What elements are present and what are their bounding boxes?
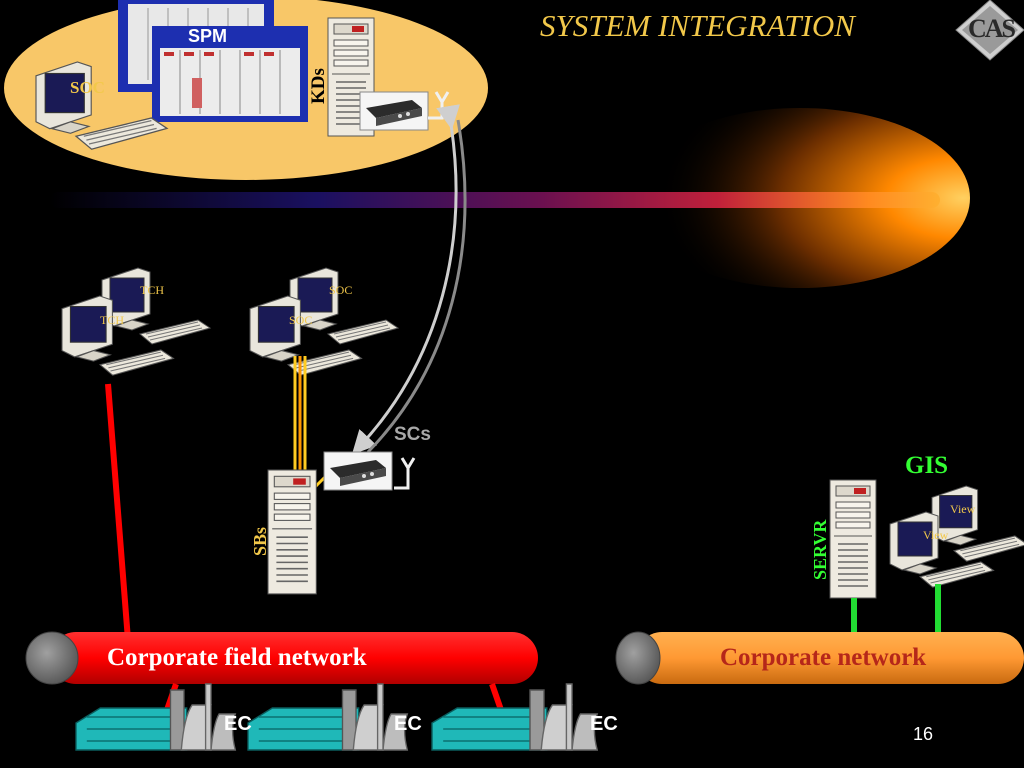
- plant-3: [431, 683, 598, 751]
- wireless-link: [351, 104, 467, 455]
- tch-workstations: [61, 267, 211, 376]
- tch-field-link: [105, 383, 131, 641]
- soc-front-label: SOC: [289, 313, 313, 327]
- sbs-label: SBs: [250, 526, 270, 556]
- spm-label: SPM: [188, 26, 228, 46]
- ec-label-2: EC: [394, 713, 422, 735]
- slide-title: SYSTEM INTEGRATION: [540, 8, 855, 43]
- gis-label: GIS: [905, 452, 949, 479]
- plant-1: [75, 683, 237, 751]
- ec-label-3: EC: [590, 713, 618, 735]
- spm-rack: [118, 0, 308, 122]
- servr-label: SERVR: [810, 519, 830, 580]
- view-front-label: View: [923, 528, 949, 542]
- soc-back-label: SOC: [329, 283, 353, 297]
- servr-tower: [829, 479, 877, 599]
- scs-modem: [323, 451, 416, 491]
- tch-back-label: TCH: [140, 283, 164, 297]
- corporate-field-network-pipe: [25, 631, 538, 685]
- corporate-network-label: Corporate network: [720, 644, 927, 671]
- cas-logo: [955, 0, 1024, 61]
- slide-number: 16: [913, 724, 934, 744]
- comet-beam-decoration: [50, 108, 970, 288]
- ec-label-1: EC: [224, 713, 252, 735]
- corporate-network-pipe: [615, 631, 1024, 685]
- soc-sbs-cables: [293, 356, 330, 490]
- view-back-label: View: [950, 502, 976, 516]
- cas-logo-text: CAS: [967, 14, 1016, 43]
- soc-workstations: [249, 267, 399, 376]
- corporate-field-network-label: Corporate field network: [107, 644, 367, 671]
- sbs-server: [267, 469, 318, 595]
- top-soc-label: SOC: [70, 78, 105, 97]
- plant-2: [247, 683, 409, 751]
- scs-label: SCs: [394, 424, 431, 445]
- tch-front-label: TCH: [100, 313, 124, 327]
- kds-label: KDs: [308, 68, 329, 104]
